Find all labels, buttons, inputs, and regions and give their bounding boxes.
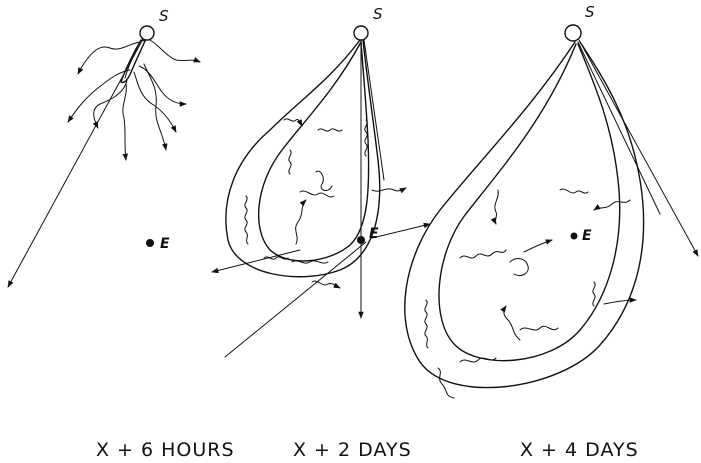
turbulence-squiggle	[604, 300, 636, 304]
time-caption: X + 6 HOURS	[96, 439, 235, 461]
turbulence-squiggle	[372, 188, 406, 191]
sun-symbol	[354, 26, 368, 40]
earth-symbol	[357, 236, 365, 244]
sun-symbol	[140, 26, 154, 40]
trajectory-line	[225, 242, 366, 357]
earth-label: E	[160, 236, 170, 252]
panel-2-days: S E X + 2 DAYS	[212, 5, 430, 461]
panel-6-hours: S E X + 6 HOURS	[8, 7, 235, 461]
earth-label: E	[582, 228, 592, 244]
turbulence-squiggle	[284, 119, 302, 126]
earth-label: E	[369, 226, 379, 242]
turbulence-squiggle	[495, 190, 498, 224]
turbulence-squiggle	[296, 200, 306, 244]
turbulence-squiggle	[460, 250, 506, 258]
panel-4-days: S E X + 4 DAYS	[405, 3, 698, 461]
turbulence-squiggle	[593, 282, 595, 306]
turbulence-squiggle	[425, 300, 428, 348]
sun-label: S	[585, 3, 595, 21]
time-caption: X + 4 DAYS	[520, 439, 639, 461]
sun-symbol	[565, 25, 581, 41]
magnetic-loop-inner	[259, 42, 369, 261]
turbulence-squiggle	[318, 129, 342, 131]
sun-label: S	[159, 7, 169, 25]
cme-cloud	[121, 40, 145, 83]
turbulence-squiggle	[245, 196, 248, 244]
turbulence-squiggle	[289, 150, 291, 174]
turbulence-squiggle	[560, 189, 588, 193]
turbulence-squiggle	[300, 191, 334, 197]
turbulence-squiggle	[594, 200, 630, 210]
radial-ray	[8, 39, 143, 287]
turbulence-squiggle	[520, 326, 558, 330]
turbulence-squiggle	[316, 171, 332, 190]
turbulence-squiggle	[365, 120, 367, 156]
sun-label: S	[373, 5, 383, 23]
time-caption: X + 2 DAYS	[293, 439, 412, 461]
magnetic-loop-outer	[226, 40, 380, 277]
radial-ray	[579, 40, 698, 256]
trajectory-line	[372, 224, 430, 238]
turbulence-squiggle	[460, 358, 496, 362]
field-line	[150, 40, 200, 62]
magnetic-loop-inner	[439, 44, 620, 361]
earth-symbol	[571, 233, 578, 240]
magnetic-loop-outer	[405, 42, 644, 388]
radial-ray	[364, 40, 384, 180]
field-line	[123, 84, 126, 160]
turbulence-squiggle	[524, 240, 552, 252]
earth-symbol	[146, 239, 154, 247]
field-line	[144, 64, 166, 150]
turbulence-squiggle	[504, 306, 520, 340]
turbulence-squiggle	[510, 259, 528, 276]
field-line	[68, 70, 130, 122]
